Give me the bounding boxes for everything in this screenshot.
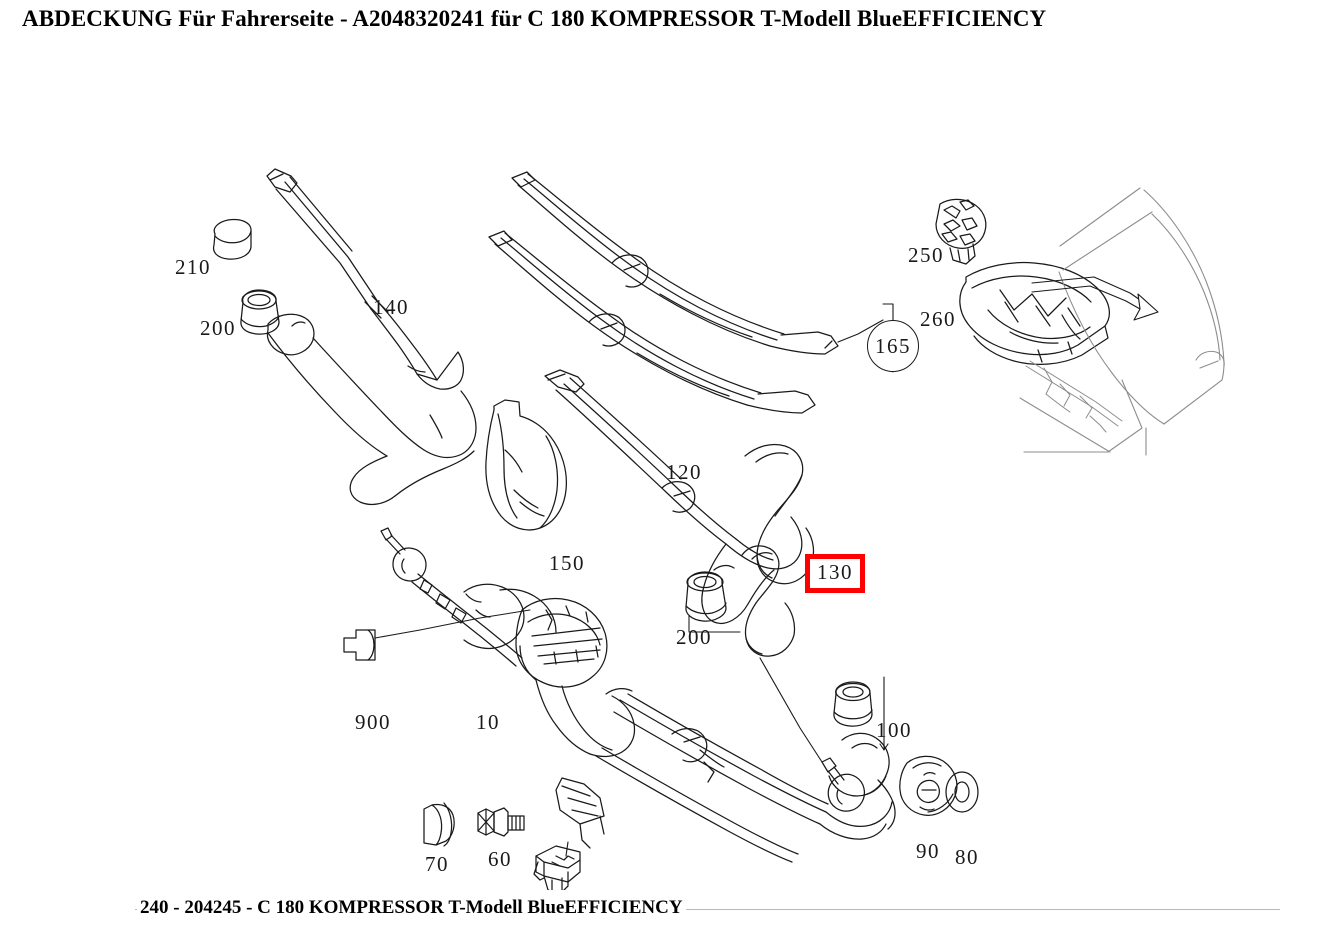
part-900-connector: [343, 609, 531, 661]
callout-260[interactable]: 260: [920, 307, 956, 331]
part-210-cap: [212, 218, 252, 260]
part-150-cover: [485, 399, 568, 531]
callout-60[interactable]: 60: [488, 847, 512, 871]
callout-200-middle[interactable]: 200: [676, 625, 712, 649]
part-80-washer: [945, 771, 979, 813]
callout-900[interactable]: 900: [355, 710, 391, 734]
callout-130-highlighted[interactable]: 130: [805, 554, 865, 593]
callout-140[interactable]: 140: [373, 295, 409, 319]
callout-250[interactable]: 250: [908, 243, 944, 267]
footer-divider: [135, 909, 1280, 910]
part-100-bushing: [833, 676, 889, 751]
wipers-on-glass: [1025, 360, 1123, 433]
part-200-bushing-middle: [685, 571, 741, 633]
part-140-wiper-arm: [266, 168, 477, 506]
installation-arrow: [1031, 276, 1159, 321]
callout-90[interactable]: 90: [916, 839, 940, 863]
callout-150[interactable]: 150: [549, 551, 585, 575]
callout-10[interactable]: 10: [476, 710, 500, 734]
page-title: ABDECKUNG Für Fahrerseite - A2048320241 …: [22, 6, 1047, 31]
part-165-wiper-blades: [488, 171, 894, 414]
part-260-cowl-grille: [959, 261, 1110, 365]
part-200-bushing-upper: [240, 289, 280, 335]
part-20-bracket: [533, 845, 581, 890]
callout-200-upper[interactable]: 200: [200, 316, 236, 340]
part-90-nut: [899, 755, 958, 816]
part-120-wiper-arm: [544, 369, 803, 624]
callout-120[interactable]: 120: [666, 460, 702, 484]
footer-caption: 240 - 204245 - C 180 KOMPRESSOR T-Modell…: [137, 897, 686, 919]
callout-210[interactable]: 210: [175, 255, 211, 279]
part-70-plug: [423, 802, 455, 847]
diagram-canvas: 210 200 140 250 260 165 120 130 150 200 …: [0, 50, 1326, 918]
callout-100[interactable]: 100: [876, 718, 912, 742]
windshield-body-outline: [1019, 187, 1225, 456]
part-60-bolt: [477, 807, 525, 837]
part-250-cowl-component: [935, 198, 987, 265]
callout-80[interactable]: 80: [955, 845, 979, 869]
callout-165[interactable]: 165: [867, 320, 919, 372]
part-130-cover: [741, 443, 823, 763]
part-10-linkage-assembly: [380, 527, 896, 863]
callout-70[interactable]: 70: [425, 852, 449, 876]
exploded-parts-drawing: [212, 168, 1225, 890]
